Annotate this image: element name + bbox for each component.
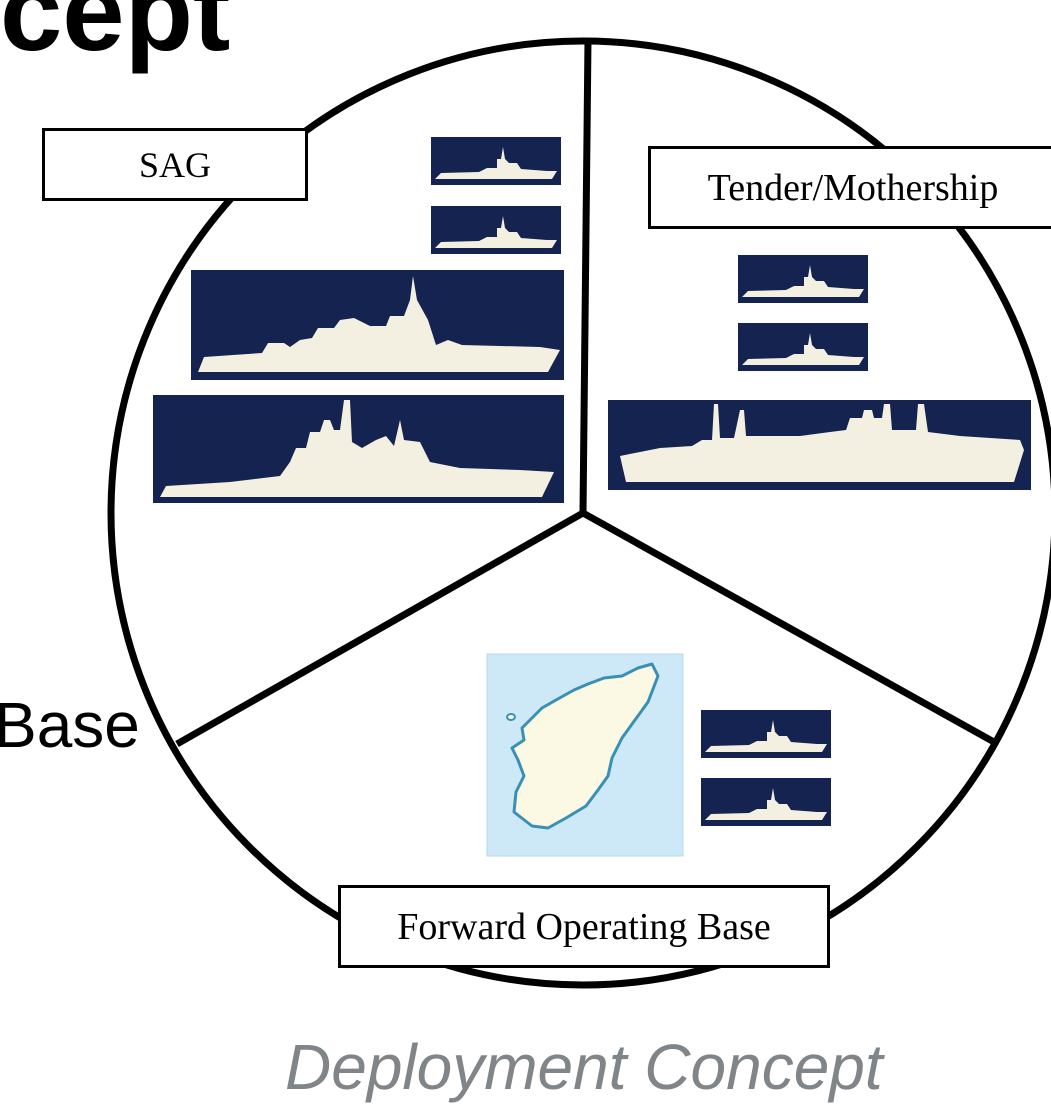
cut-off-body-text-base: Base (0, 689, 140, 761)
destroyer-icon (191, 270, 564, 380)
divider-left (175, 509, 585, 748)
tender-ship-icon (608, 400, 1031, 490)
segment-label-forward-operating-base: Forward Operating Base (338, 885, 830, 968)
patrol-boat-icon (701, 778, 831, 826)
patrol-boat-icon (701, 710, 831, 758)
patrol-boat-icon (738, 323, 868, 371)
segment-label-sag: SAG (42, 128, 308, 201)
cruiser-icon (153, 395, 564, 503)
segment-label-tender-mothership: Tender/Mothership (648, 146, 1051, 229)
divider-top (579, 39, 592, 514)
island-map (486, 653, 684, 857)
patrol-boat-icon (431, 206, 561, 254)
patrol-boat-icon (738, 255, 868, 303)
divider-right (581, 509, 996, 746)
page-title-fragment: cept (0, 0, 231, 74)
patrol-boat-icon (431, 137, 561, 185)
diagram-caption: Deployment Concept (285, 1031, 883, 1103)
